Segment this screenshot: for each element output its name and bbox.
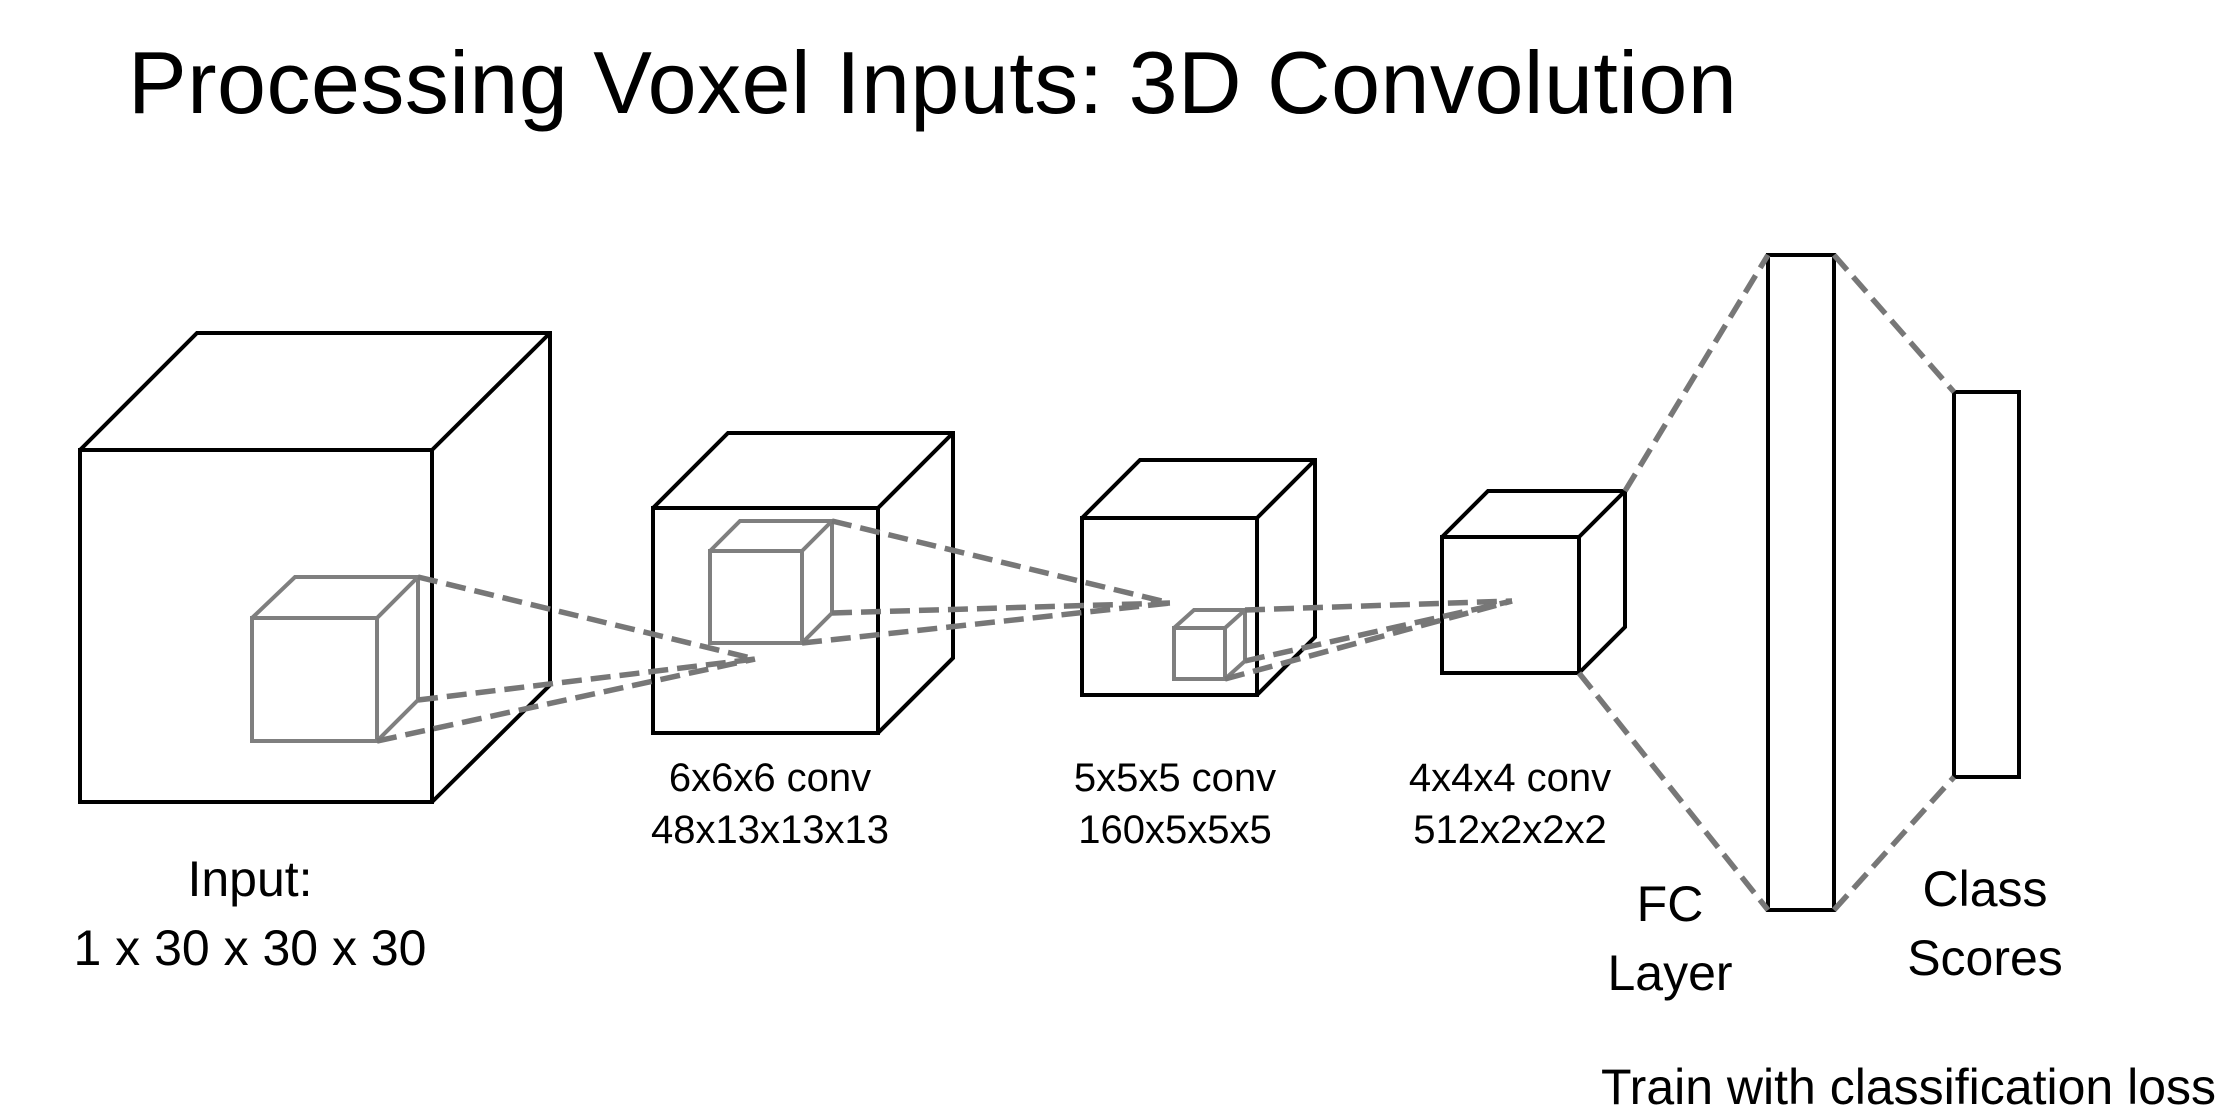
conv1-volume-cube <box>651 431 955 735</box>
conv2-kernel-text: 5x5x5 conv <box>1073 756 1277 800</box>
conv2-shape-text: 160x5x5x5 <box>1078 808 1272 852</box>
conv3-label: 4x4x4 conv 512x2x2x2 <box>1360 752 1660 856</box>
conv2-label: 5x5x5 conv 160x5x5x5 <box>1025 752 1325 856</box>
fc-layer-bar <box>1766 253 1836 912</box>
conv2-receptive-field-lines <box>801 518 1171 646</box>
fc-connection-lines <box>1576 253 1957 912</box>
conv1-label: 6x6x6 conv 48x13x13x13 <box>620 752 920 856</box>
conv2-kernel-cube <box>708 519 834 645</box>
conv3-kernel-text: 4x4x4 conv <box>1408 756 1612 800</box>
class-scores-label: Class Scores <box>1885 855 2085 993</box>
conv1-shape-text: 48x13x13x13 <box>651 808 889 852</box>
scores-label-line-1: Class <box>1922 861 2048 917</box>
input-label-line: Input: <box>187 851 313 907</box>
training-note: Train with classification loss <box>1600 1059 2216 1115</box>
fc-label-line-1: FC <box>1636 876 1704 932</box>
conv1-kernel-text: 6x6x6 conv <box>668 756 872 800</box>
conv2-volume-cube <box>1080 458 1317 697</box>
scores-label-line-2: Scores <box>1907 930 2063 986</box>
conv1-receptive-field-lines <box>376 574 756 744</box>
input-shape-line: 1 x 30 x 30 x 30 <box>73 920 427 976</box>
fc-label-line-2: Layer <box>1607 945 1733 1001</box>
conv3-volume-cube <box>1440 489 1627 675</box>
fc-layer-label: FC Layer <box>1570 870 1770 1008</box>
input-volume-cube <box>78 331 552 804</box>
conv1-kernel-cube <box>250 575 420 743</box>
input-label: Input: 1 x 30 x 30 x 30 <box>60 845 440 983</box>
conv3-kernel-cube <box>1172 608 1247 681</box>
page-title: Processing Voxel Inputs: 3D Convolution <box>128 33 1738 132</box>
class-scores-bar <box>1952 390 2021 779</box>
conv3-shape-text: 512x2x2x2 <box>1413 808 1607 852</box>
conv3-receptive-field-lines <box>1224 598 1513 682</box>
